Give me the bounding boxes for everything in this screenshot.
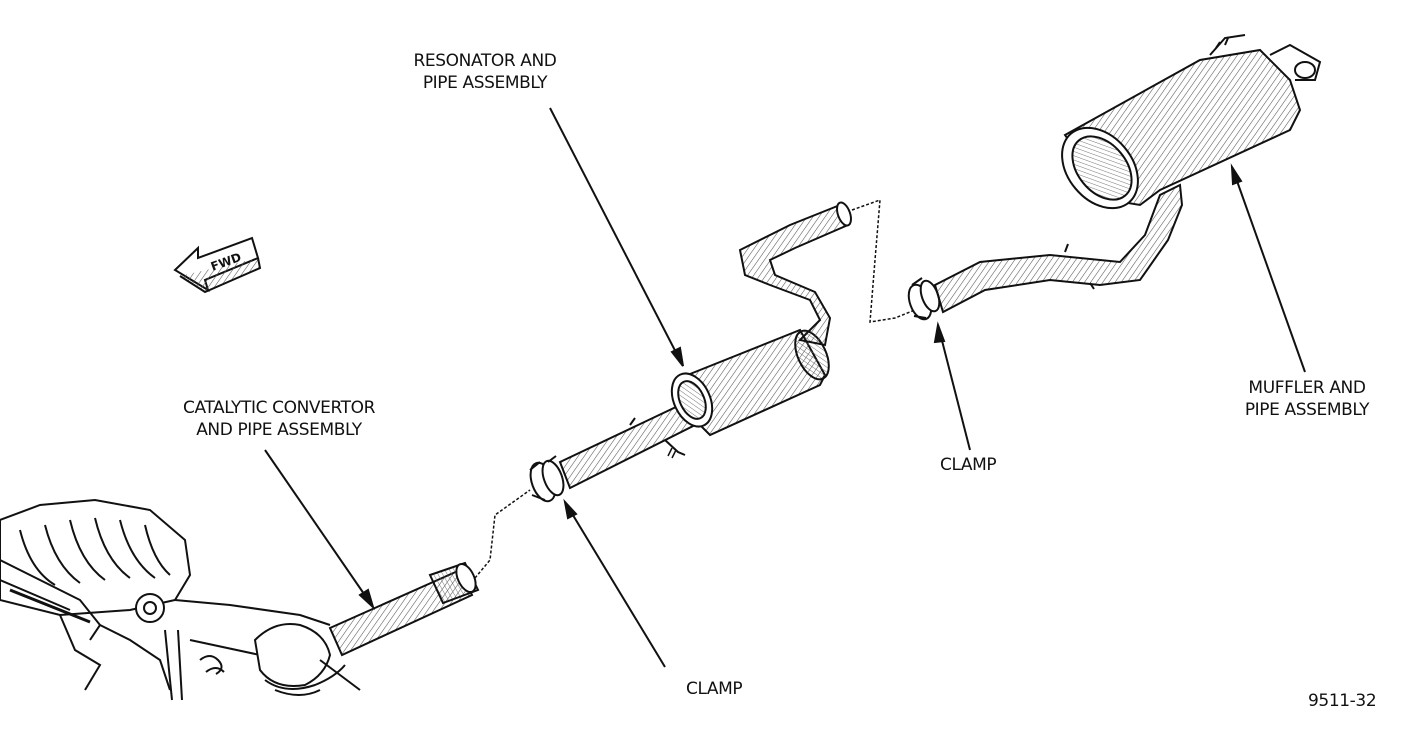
resonator [670, 328, 830, 437]
muffler-inlet-pipe [933, 183, 1184, 314]
front-clamp [529, 455, 565, 503]
resonator-label-line-1: RESONATOR AND [413, 51, 557, 71]
catalytic-convertor-pipe [328, 561, 480, 657]
engine-manifold [0, 498, 361, 701]
figure-number: 9511-32 [1308, 691, 1377, 711]
catalytic-label: CATALYTIC CONVERTOR AND PIPE ASSEMBLY [148, 397, 410, 441]
catalytic-label-line-2: AND PIPE ASSEMBLY [196, 420, 362, 440]
leader-lines [264, 107, 1306, 668]
muffler [1061, 34, 1322, 210]
resonator-label-line-2: PIPE ASSEMBLY [422, 73, 548, 93]
muffler-label-line-2: PIPE ASSEMBLY [1244, 400, 1370, 420]
clamp-label-front: CLAMP [686, 679, 743, 699]
rear-clamp [907, 277, 941, 321]
clamp-label-rear: CLAMP [940, 455, 997, 475]
catalytic-label-line-1: CATALYTIC CONVERTOR [182, 398, 376, 418]
fwd-arrow-icon: FWD [173, 236, 262, 294]
connection-line-2 [851, 198, 916, 323]
resonator-outlet-pipe [738, 201, 852, 347]
muffler-label: MUFFLER AND PIPE ASSEMBLY [1222, 377, 1392, 421]
connection-line-1 [474, 489, 531, 579]
resonator-label: RESONATOR AND PIPE ASSEMBLY [388, 50, 582, 94]
muffler-label-line-1: MUFFLER AND [1248, 378, 1366, 398]
